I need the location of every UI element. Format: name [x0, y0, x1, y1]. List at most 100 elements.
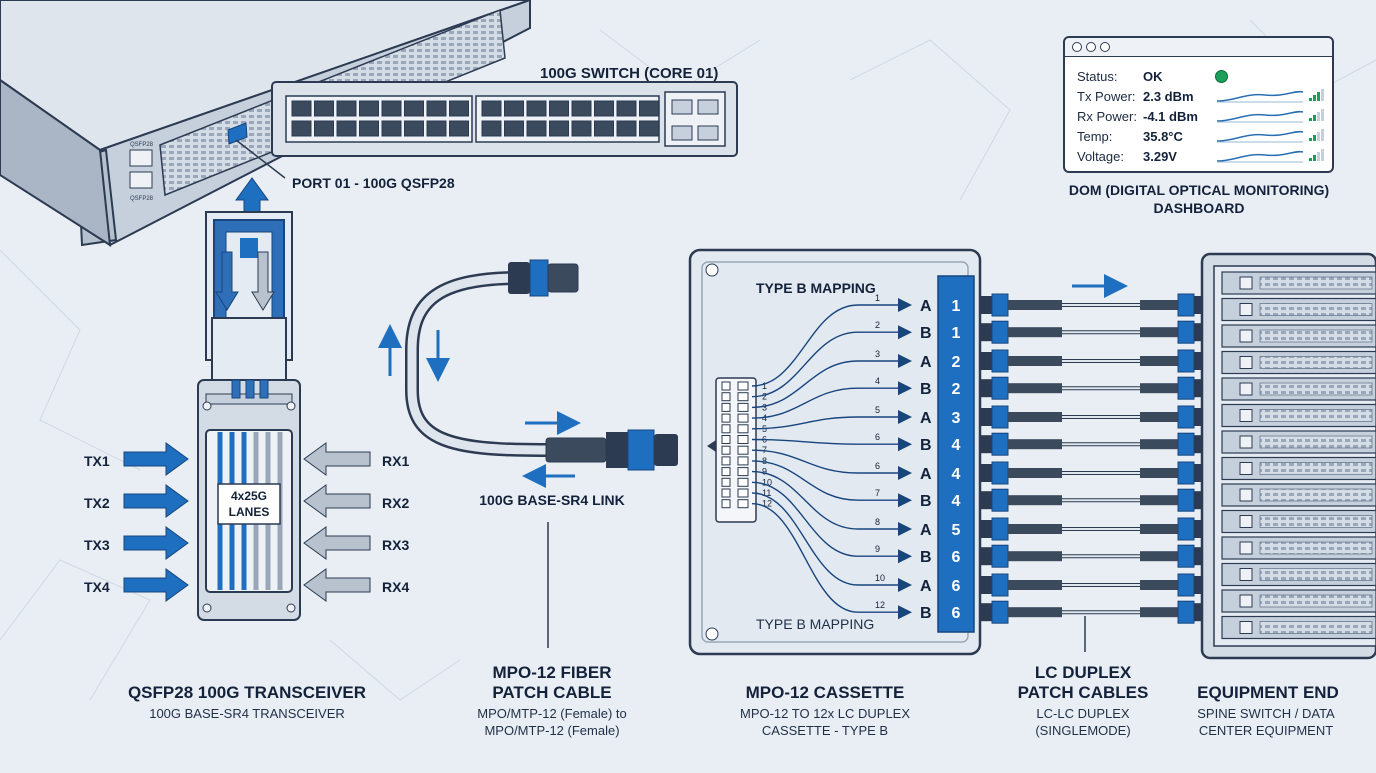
- rx-arrows: [303, 442, 371, 602]
- fiber-route: [751, 492, 900, 586]
- fiber-route: [751, 470, 900, 530]
- insert-arrow-icon: [235, 177, 269, 213]
- fiber-route: [751, 449, 900, 474]
- rack-unit-handle: [1239, 356, 1253, 369]
- signal-bar: [1313, 155, 1316, 161]
- lc-sleeve: [1140, 580, 1178, 590]
- lc-subtitle: LC-LC DUPLEX: [1036, 706, 1130, 721]
- mpo-pin: [721, 424, 731, 434]
- lc-sleeve: [1008, 580, 1062, 590]
- switch-port: [449, 120, 469, 137]
- equipment-subtitle: CENTER EQUIPMENT: [1199, 723, 1333, 738]
- lc-connector: [1194, 464, 1204, 482]
- patch-cable-subtitle: MPO/MTP-12 (Female) to: [477, 706, 627, 721]
- cassette-subtitle: MPO-12 TO 12x LC DUPLEX: [740, 706, 910, 721]
- mapping-bottom: TYPE B MAPPING: [756, 616, 874, 632]
- lc-connector: [980, 296, 992, 314]
- switch-port: [359, 100, 379, 117]
- rack-unit-handle: [1239, 462, 1253, 475]
- rack-unit-handle: [1239, 594, 1253, 608]
- sparkline: [1216, 150, 1304, 162]
- lc-connector: [980, 464, 992, 482]
- lc-connector: [1194, 435, 1204, 454]
- status-ok-icon: [1215, 69, 1228, 83]
- lc-sleeve: [1008, 356, 1062, 366]
- mpo-pin: [737, 413, 749, 423]
- port-side-label: B: [920, 437, 932, 454]
- lc-boot: [991, 432, 1009, 456]
- signal-bar: [1313, 135, 1316, 141]
- rack-unit-vent: [1259, 382, 1373, 396]
- switch-port: [291, 100, 312, 117]
- tx-arrows: [123, 442, 189, 602]
- mpo-pin: [737, 435, 749, 444]
- patch-cable-title: PATCH CABLE: [492, 683, 611, 702]
- tx-label: TX4: [84, 579, 110, 595]
- window-close-icon[interactable]: [1072, 42, 1082, 52]
- port-number-label: 4: [952, 466, 961, 483]
- fiber-arrow-icon: [898, 522, 912, 536]
- lc-boot: [1177, 432, 1195, 456]
- mpo-pin: [721, 445, 731, 455]
- fiber-arrow-icon: [898, 466, 912, 480]
- lc-connector: [980, 520, 992, 538]
- lc-connector: [1194, 323, 1204, 342]
- switch-port: [404, 120, 424, 137]
- switch-port: [526, 100, 547, 117]
- mpo-fiber-number: 12: [762, 499, 772, 509]
- fiber-route: [751, 503, 900, 613]
- rack-unit-vent: [1259, 435, 1373, 449]
- mpo-fiber-number: 11: [762, 488, 771, 498]
- mpo-pin: [737, 381, 749, 391]
- mpo-pin: [721, 467, 731, 477]
- rack-unit-handle: [1239, 382, 1253, 396]
- window-maximize-icon[interactable]: [1100, 42, 1110, 52]
- fiber-route: [751, 360, 900, 409]
- mpo-pin: [721, 402, 731, 412]
- switch-port: [359, 120, 379, 137]
- port-side-label: A: [920, 298, 932, 315]
- dashboard-row-value: OK: [1143, 68, 1163, 84]
- switch-port: [549, 100, 569, 117]
- rack-unit-handle: [1239, 276, 1253, 290]
- signal-bar: [1309, 138, 1312, 141]
- lc-boot: [1177, 293, 1195, 317]
- rx-label: RX2: [382, 495, 409, 511]
- transceiver-subtitle: 100G BASE-SR4 TRANSCEIVER: [149, 706, 345, 721]
- equipment-subtitle: SPINE SWITCH / DATA: [1197, 706, 1335, 721]
- lc-connector: [1194, 520, 1204, 538]
- dashboard-row: Rx Power:-4.1 dBm: [1077, 106, 1327, 126]
- tx-label: TX2: [84, 495, 110, 511]
- port-number-label: 6: [952, 578, 961, 595]
- rx-arrow-icon: [303, 484, 371, 518]
- lc-sleeve: [1008, 495, 1062, 506]
- port-side-label: A: [920, 354, 932, 371]
- lc-duplex-cables: [980, 293, 1204, 624]
- lc-sleeve: [1140, 300, 1178, 310]
- rack-unit-handle: [1239, 329, 1253, 343]
- signal-bar: [1321, 89, 1324, 101]
- rack-unit-handle: [1239, 409, 1253, 422]
- window-minimize-icon[interactable]: [1086, 42, 1096, 52]
- lc-boot: [991, 517, 1009, 541]
- port-side-label: A: [920, 578, 932, 595]
- lc-sleeve: [1008, 300, 1062, 310]
- mpo-pin: [721, 499, 731, 509]
- lc-connector: [980, 379, 992, 398]
- mpo-pin: [721, 392, 731, 402]
- mpo-pin: [737, 402, 749, 412]
- lc-sleeve: [1008, 607, 1062, 618]
- rx-arrow-icon: [303, 526, 371, 560]
- lc-boot: [1177, 461, 1195, 485]
- sparkline: [1216, 130, 1304, 142]
- route-fiber-number: 6: [875, 432, 880, 442]
- switch-port: [336, 100, 357, 117]
- cassette-subtitle: CASSETTE - TYPE B: [762, 723, 888, 738]
- mapping-top: TYPE B MAPPING: [756, 280, 876, 296]
- lc-sleeve: [1008, 439, 1062, 450]
- port-number-label: 1: [952, 325, 961, 342]
- switch-small-label: QSFP28: [130, 196, 154, 202]
- port-side-label: B: [920, 381, 932, 398]
- switch-port: [526, 120, 547, 137]
